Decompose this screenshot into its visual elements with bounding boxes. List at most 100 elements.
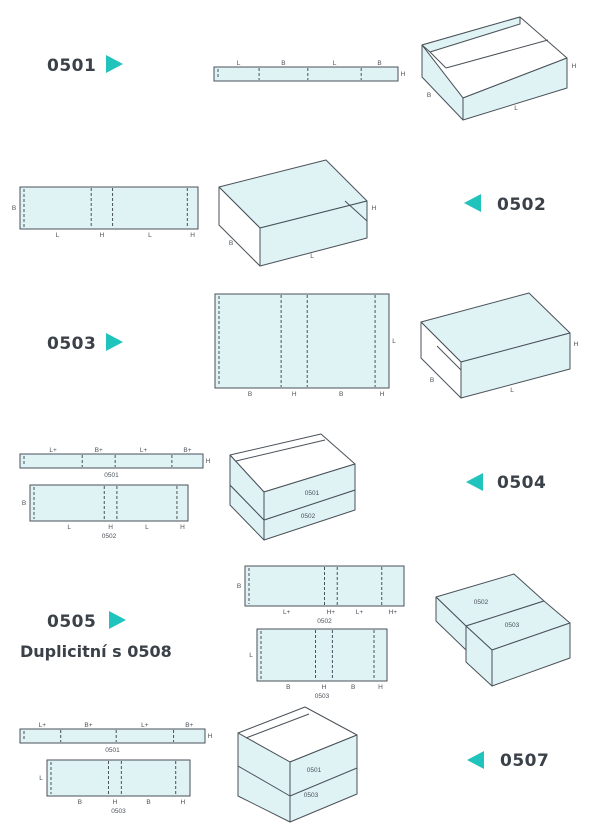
box-0503-label-h: H [574,341,579,348]
arrow-0505 [109,611,126,629]
flat-0504-b-caption: 0502 [102,533,117,540]
flat-0507-a-outline [19,728,206,744]
flat-0502-end-label: B [12,205,16,212]
box-0503-open-edge [436,345,462,371]
box-0502-open-edge [344,200,368,222]
box-0501-label-h: H [572,63,577,70]
flat-0504-a-label-3: B+ [183,447,191,454]
flat-0504-a-end-label: H [206,458,211,465]
flat-0502-label-0: L [56,232,60,239]
box-0501-label-l: L [514,105,518,112]
flat-0502-label-3: H [190,232,195,239]
code-0504: 0504 [497,473,547,493]
flat-0507-b-label-3: H [180,799,185,806]
flat-0507-a-end-label: H [208,733,213,740]
flat-0502-label-1: H [100,232,105,239]
flat-0507-b-end-label: L [39,775,43,782]
flat-0503-label-1: H [292,391,297,398]
flat-0504-b-label-3: H [180,524,185,531]
flat-0505-a-caption: 0502 [317,618,332,625]
code-0505: 0505 [47,612,97,632]
flat-0507-a-label-3: B+ [185,722,193,729]
flat-0504-b-outline [29,484,189,522]
code-0502: 0502 [497,195,547,215]
box-0503-label-b: B [430,377,434,384]
flat-0505-a-label-1: H+ [327,609,336,616]
flat-0505-a-label-0: L+ [283,609,291,616]
box-0501-inner-divider [445,39,549,69]
flat-0504-b-label-1: H [108,524,113,531]
flat-0507-a-label-1: B+ [84,722,92,729]
flat-0507-b-label-2: B [146,799,150,806]
flat-0501-end-label: H [401,71,406,78]
arrow-0503 [106,333,123,351]
box-0504-upper-front [263,463,356,521]
flat-0507-a-label-0: L+ [39,722,47,729]
box-0502-label-b: B [229,240,233,247]
arrow-0507 [467,751,484,769]
flat-0505-b-label-2: B [351,684,355,691]
flat-0505-a-end-label: B [237,583,241,590]
arrow-0504 [466,473,483,491]
flat-0503-label-2: B [339,391,343,398]
flat-0504-a-caption: 0501 [104,472,119,479]
flat-0503-outline [214,293,390,389]
flat-0505-a-label-3: H+ [389,609,398,616]
flat-0504-a-label-2: L+ [140,447,148,454]
box-0507-upper-label: 0501 [307,767,322,774]
flat-0504-a-outline [19,453,204,469]
flat-0504-a-label-1: B+ [95,447,103,454]
flat-0507-b-label-1: H [113,799,118,806]
box-0503-label-l: L [510,387,514,394]
box-0504-upper-label: 0501 [305,490,320,497]
box-0501-label-b: B [427,92,431,99]
box-0507-upper-front [289,734,358,797]
box-0505-sleeve-label: 0502 [474,599,489,606]
flat-0501-outline [213,66,399,82]
arrow-0501 [106,55,123,73]
box-0503-front-face [460,332,571,399]
box-0501-back-wall [421,16,521,53]
box-0507-inner-wall [245,713,310,739]
box-0507-lower-label: 0503 [304,792,319,799]
flat-0505-b-end-label: L [249,652,253,659]
flat-0501-label-2: L [333,60,337,67]
flat-0505-b-outline [256,628,388,682]
flat-0507-b-caption: 0503 [111,808,126,815]
duplicate-note: Duplicitní s 0508 [20,642,172,661]
box-0504-lower-label: 0502 [301,513,316,520]
box-0502-label-h: H [372,205,377,212]
flat-0505-b-caption: 0503 [315,693,330,700]
flat-0501-label-0: L [237,60,241,67]
box-0504-inner-wall [235,439,326,462]
flat-0507-b-label-0: B [78,799,82,806]
flat-0505-a-label-2: L+ [356,609,364,616]
flat-0505-b-label-1: H [322,684,327,691]
flat-0505-b-label-3: H [378,684,383,691]
flat-0505-b-label-0: B [286,684,290,691]
flat-0507-a-caption: 0501 [105,747,120,754]
code-0503: 0503 [47,334,97,354]
box-0502-front-face [259,200,368,267]
box-0505-drawer-front [491,622,571,687]
flat-0504-a-label-0: L+ [49,447,57,454]
flat-0503-label-0: B [248,391,252,398]
flat-0503-end-label: L [392,338,396,345]
flat-0501-label-3: B [377,60,381,67]
code-0507: 0507 [500,751,550,771]
arrow-0502 [464,194,481,212]
flat-0504-b-end-label: B [22,500,26,507]
flat-0502-label-2: L [148,232,152,239]
flat-0504-b-label-2: L [145,524,149,531]
box-0501-front-face [462,57,568,121]
box-0505-drawer-label: 0503 [505,622,520,629]
flat-0501-label-1: B [281,60,285,67]
flat-0507-a-label-2: L+ [141,722,149,729]
flat-0502-outline [19,186,199,230]
flat-0507-b-outline [46,759,191,797]
code-0501: 0501 [47,56,97,76]
flat-0503-label-3: H [380,391,385,398]
flat-0504-b-label-0: L [67,524,71,531]
box-0501-inner-edge [429,51,447,69]
